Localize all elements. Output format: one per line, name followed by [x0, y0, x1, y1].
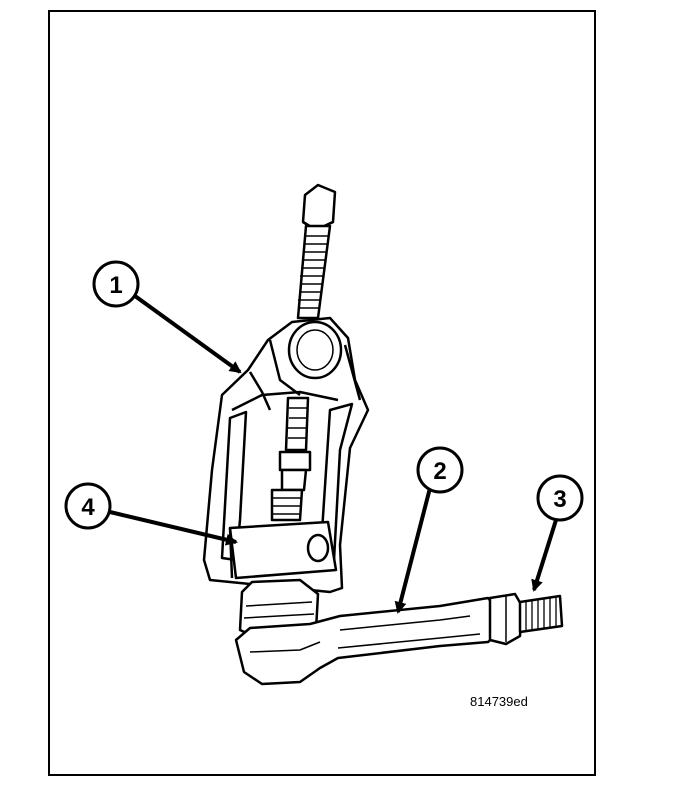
forcing-screw [296, 183, 337, 320]
callout-leaders [109, 294, 558, 614]
leader-4 [109, 510, 238, 546]
callout-3-label: 3 [553, 486, 566, 513]
leader-1 [133, 294, 242, 374]
callout-3: 3 [536, 474, 584, 522]
leader-2 [394, 487, 432, 614]
callout-1-label: 1 [109, 272, 122, 299]
lower-screw [270, 396, 312, 522]
figure-code: 814739ed [470, 694, 528, 709]
callout-4: 4 [64, 482, 112, 530]
figure-frame [48, 10, 596, 776]
puller-tool [202, 183, 370, 594]
callout-1: 1 [92, 260, 140, 308]
callout-2-label: 2 [433, 458, 446, 485]
callout-2: 2 [416, 446, 464, 494]
tie-rod-end [234, 578, 564, 686]
adapter-cup [228, 520, 338, 580]
callout-4-label: 4 [81, 494, 95, 521]
leader-3 [531, 519, 558, 592]
